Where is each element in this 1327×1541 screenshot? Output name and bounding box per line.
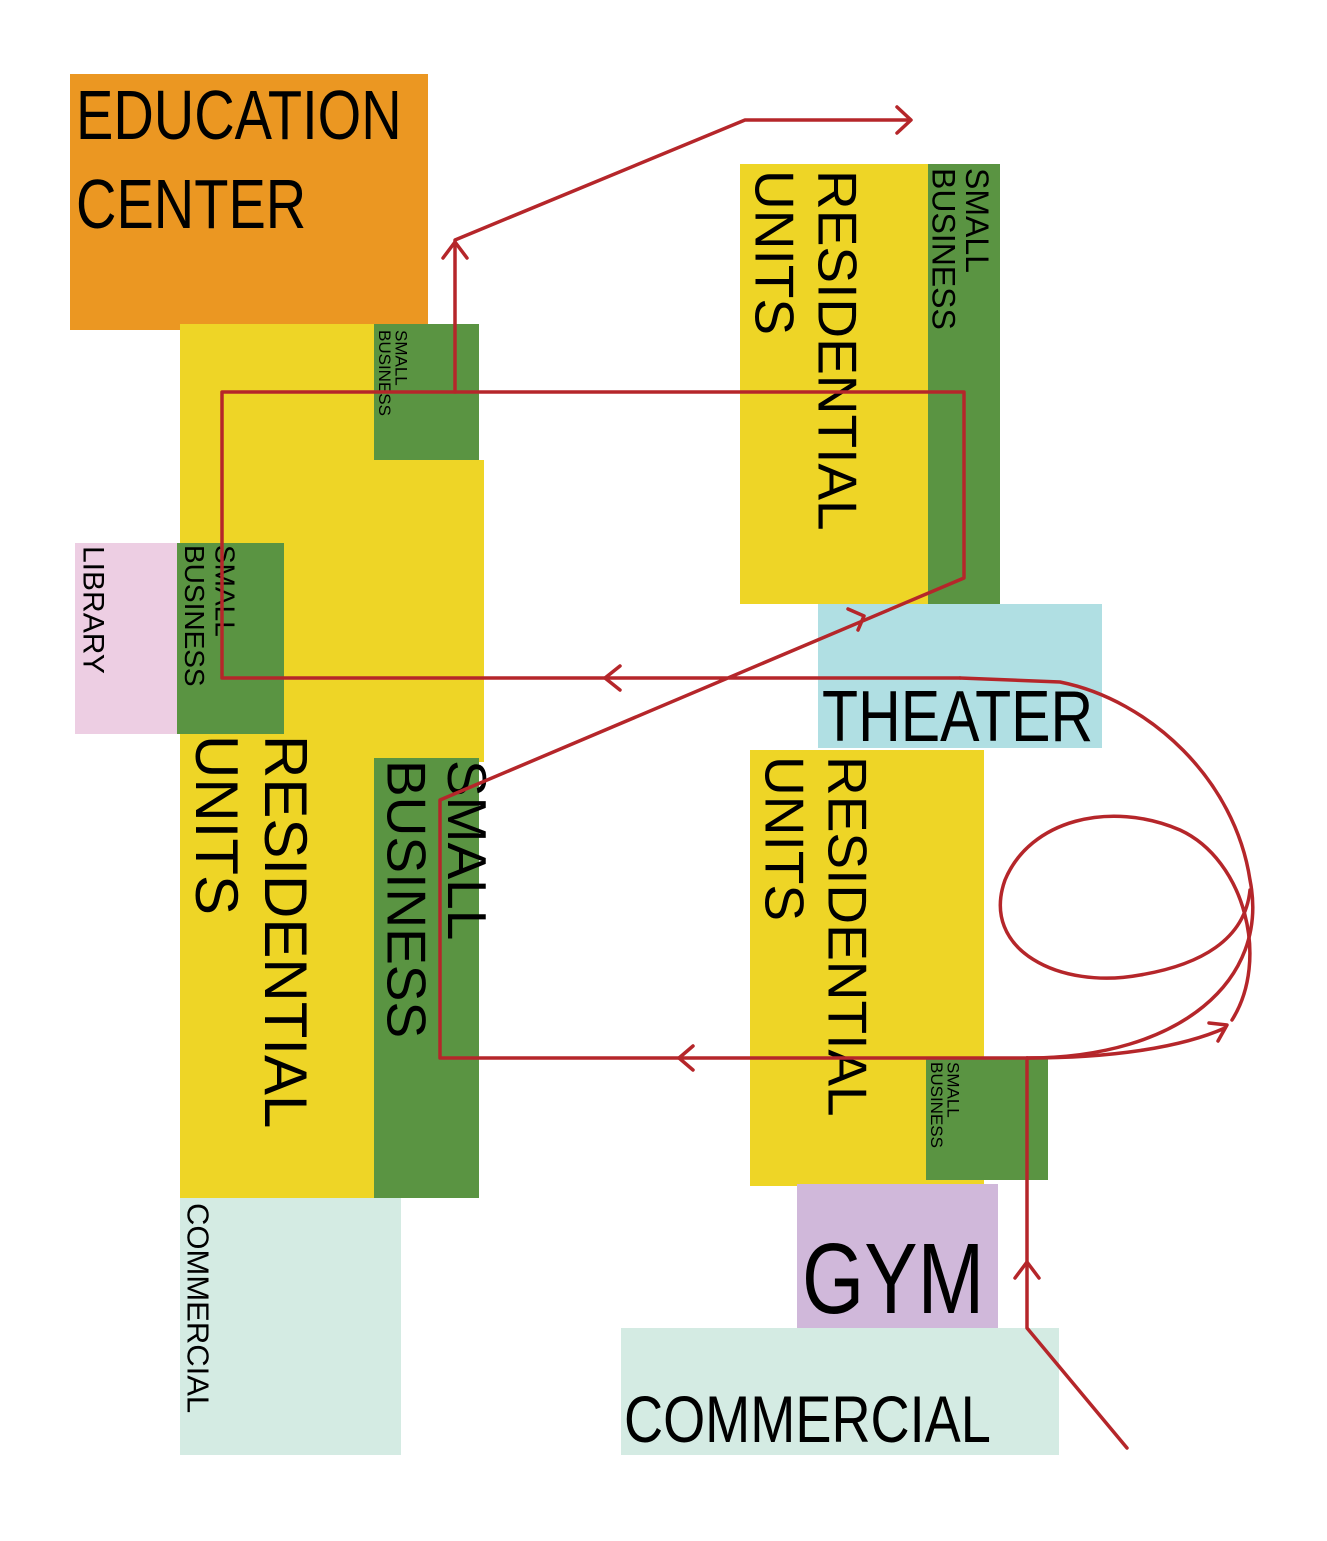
education-center-label: EDUCATION CENTER <box>76 76 402 243</box>
residential-upper-right-line2: UNITS <box>743 170 806 335</box>
library-label: LIBRARY <box>76 546 110 674</box>
residential-upper-right-label: RESIDENTIAL UNITS <box>742 170 869 531</box>
commercial-left-label: COMMERCIAL <box>180 1203 216 1414</box>
education-center-line1: EDUCATION <box>76 76 402 154</box>
residential-left-label: RESIDENTIAL UNITS <box>182 735 320 1128</box>
arrowhead-diagonal <box>846 607 866 632</box>
residential-left-line2: UNITS <box>183 735 250 915</box>
small-business-lower-left-line2: BUSINESS <box>375 760 438 1039</box>
small-business-upper-right-line1: SMALL <box>959 168 996 273</box>
path-mid-horizontal <box>220 390 1029 1060</box>
commercial-right-label: COMMERCIAL <box>624 1382 991 1456</box>
small-business-lower-left-label: SMALL BUSINESS <box>375 760 499 1039</box>
small-business-mid-left-block <box>177 543 284 734</box>
small-business-upper-left-line2: BUSINESS <box>375 330 395 416</box>
small-business-lower-left-block <box>374 758 479 1198</box>
path-loop-curve <box>1025 1026 1227 1060</box>
arrowhead-top-right <box>895 105 913 135</box>
small-business-mid-left-line1: SMALL <box>209 545 241 637</box>
theater-block <box>818 604 1102 748</box>
residential-left-block <box>180 324 378 1198</box>
arrowhead-loop <box>1207 1021 1229 1043</box>
path-small-loop <box>998 814 1252 1022</box>
small-business-upper-right-label: SMALL BUSINESS <box>925 168 996 330</box>
path-big-loop <box>958 676 1255 1060</box>
arrowhead-bottom-left <box>677 1044 695 1072</box>
residential-upper-right-line1: RESIDENTIAL <box>806 170 869 531</box>
theater-label: THEATER <box>822 677 1094 757</box>
commercial-left-block <box>180 1198 401 1455</box>
library-block <box>75 543 177 734</box>
small-business-mid-left-label: SMALL BUSINESS <box>178 545 241 687</box>
residential-left-block-extension <box>370 460 484 762</box>
education-center-block <box>70 74 428 330</box>
residential-lower-right-line2: UNITS <box>753 756 816 921</box>
commercial-right-block <box>621 1328 1059 1455</box>
residential-upper-right-block <box>740 164 928 604</box>
path-up-segment <box>453 118 912 394</box>
small-business-lower-right-label: SMALL BUSINESS <box>927 1062 963 1148</box>
residential-left-line1: RESIDENTIAL <box>252 735 319 1129</box>
gym-label: GYM <box>802 1223 985 1335</box>
small-business-upper-left-line1: SMALL <box>391 330 411 386</box>
arrowhead-up-left <box>441 240 469 260</box>
small-business-upper-right-line2: BUSINESS <box>925 168 962 330</box>
path-entry-segment <box>1025 1056 1129 1450</box>
small-business-upper-left-label: SMALL BUSINESS <box>375 330 411 416</box>
gym-block <box>797 1184 998 1328</box>
education-center-line2: CENTER <box>76 164 307 243</box>
small-business-lower-right-line2: BUSINESS <box>927 1062 947 1148</box>
small-business-mid-left-line2: BUSINESS <box>178 545 210 687</box>
small-business-lower-right-line1: SMALL <box>943 1062 963 1118</box>
arrowhead-gym-up <box>1013 1260 1041 1280</box>
arrowhead-mid-left <box>603 664 622 692</box>
